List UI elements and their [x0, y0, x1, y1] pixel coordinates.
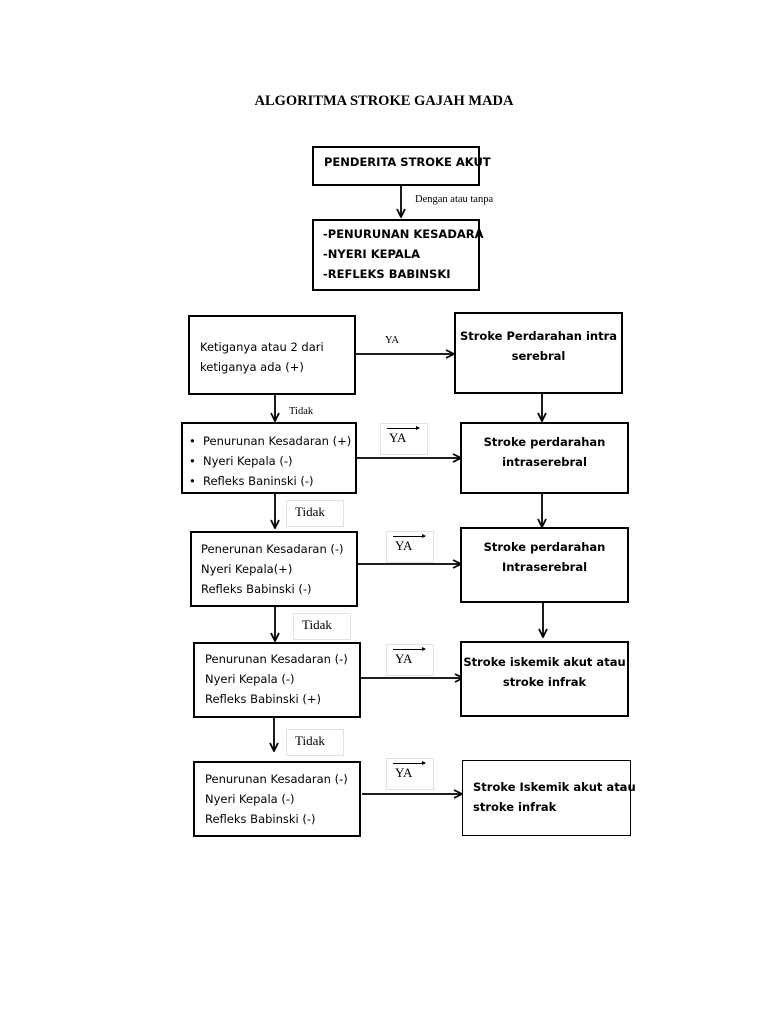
result-1-line-2: serebral: [511, 349, 566, 363]
vector-arrow-icon: [393, 761, 426, 765]
result-box-4: Stroke iskemik akut atau stroke infrak: [460, 641, 629, 717]
result-4-line-2: stroke infrak: [502, 675, 587, 689]
vector-arrow-icon: [393, 647, 426, 651]
result-box-3: Stroke perdarahan Intraserebral: [460, 527, 629, 603]
tidak-tag-2-text: Tidak: [295, 504, 325, 519]
decision-1-line-2: ketiganya ada (+): [200, 360, 304, 374]
result-3-line-1: Stroke perdarahan: [483, 540, 606, 554]
decision-2-line-1: Penurunan Kesadaran (+): [189, 431, 355, 451]
tidak-tag-4: Tidak: [286, 729, 344, 756]
result-box-2: Stroke perdarahan intraserebral: [460, 422, 629, 494]
tidak-label-1: Tidak: [289, 406, 314, 417]
result-box-1: Stroke Perdarahan intra serebral: [454, 312, 623, 394]
decision-3-line-1: Penerunan Kesadaran (-): [201, 542, 344, 556]
result-2-line-1: Stroke perdarahan: [483, 435, 606, 449]
decision-5-line-2: Nyeri Kepala (-): [205, 792, 295, 806]
tidak-tag-3: Tidak: [293, 613, 351, 640]
ya-tag-2: YA: [380, 423, 428, 455]
tidak-tag-2: Tidak: [286, 500, 344, 527]
result-1-line-1: Stroke Perdarahan intra: [459, 329, 617, 343]
tidak-tag-3-text: Tidak: [302, 617, 332, 632]
ya-label-1: YA: [385, 335, 400, 346]
vector-arrow-icon: [393, 534, 426, 538]
result-4-line-1: Stroke iskemik akut atau: [463, 655, 626, 669]
decision-box-2: Penurunan Kesadaran (+) Nyeri Kepala (-)…: [181, 422, 357, 494]
edge-label-dengan-atau-tanpa: Dengan atau tanpa: [415, 194, 494, 205]
decision-4-line-1: Penurunan Kesadaran (-): [205, 652, 348, 666]
result-box-5: Stroke Iskemik akut atau stroke infrak: [462, 760, 636, 836]
decision-box-1: Ketiganya atau 2 dari ketiganya ada (+): [188, 315, 356, 395]
start-box: PENDERITA STROKE AKUT: [312, 146, 491, 186]
ya-tag-5-text: YA: [395, 765, 413, 780]
decision-2-line-3: Refleks Baninski (-): [189, 471, 355, 491]
symptom-refleks-babinski: -REFLEKS BABINSKI: [323, 267, 451, 281]
decision-box-4: Penurunan Kesadaran (-) Nyeri Kepala (-)…: [193, 642, 361, 718]
start-box-text: PENDERITA STROKE AKUT: [324, 155, 491, 169]
result-5-line-2: stroke infrak: [473, 800, 557, 814]
ya-tag-3-text: YA: [395, 538, 413, 553]
ya-tag-2-text: YA: [389, 430, 407, 445]
decision-1-line-1: Ketiganya atau 2 dari: [200, 340, 324, 354]
decision-5-line-3: Refleks Babinski (-): [205, 812, 316, 826]
vector-arrow-icon: [387, 426, 420, 430]
ya-tag-4: YA: [386, 644, 434, 676]
diagram-title: ALGORITMA STROKE GAJAH MADA: [254, 93, 514, 109]
symptoms-box: -PENURUNAN KESADARA -NYERI KEPALA -REFLE…: [312, 219, 484, 291]
ya-tag-4-text: YA: [395, 651, 413, 666]
tidak-tag-4-text: Tidak: [295, 733, 325, 748]
decision-4-line-3: Refleks Babinski (+): [205, 692, 322, 706]
result-2-line-2: intraserebral: [502, 455, 587, 469]
symptom-penurunan-kesadaran: -PENURUNAN KESADARA: [323, 227, 484, 241]
symptom-nyeri-kepala: -NYERI KEPALA: [323, 247, 420, 261]
decision-box-3: Penerunan Kesadaran (-) Nyeri Kepala(+) …: [190, 531, 358, 607]
decision-4-line-2: Nyeri Kepala (-): [205, 672, 295, 686]
ya-tag-5: YA: [386, 758, 434, 790]
result-5-line-1: Stroke Iskemik akut atau: [473, 780, 636, 794]
decision-3-line-3: Refleks Babinski (-): [201, 582, 312, 596]
result-3-line-2: Intraserebral: [501, 560, 588, 574]
decision-box-5: Penurunan Kesadaran (-) Nyeri Kepala (-)…: [193, 761, 361, 837]
decision-5-line-1: Penurunan Kesadaran (-): [205, 772, 348, 786]
decision-3-line-2: Nyeri Kepala(+): [201, 562, 293, 576]
decision-2-line-2: Nyeri Kepala (-): [189, 451, 355, 471]
ya-tag-3: YA: [386, 531, 434, 563]
